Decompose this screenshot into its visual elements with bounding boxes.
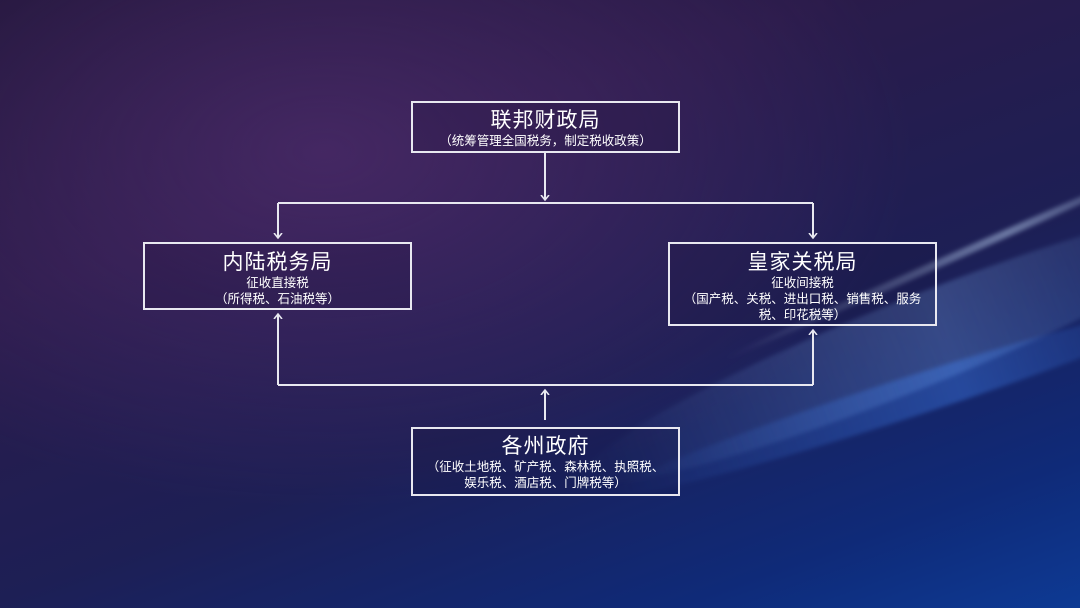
federal-treasury-box: 联邦财政局 （统筹管理全国税务，制定税收政策）	[411, 101, 680, 153]
inland-revenue-title: 内陆税务局	[222, 250, 333, 274]
federal-treasury-title: 联邦财政局	[490, 108, 601, 132]
inland-revenue-desc1: 征收直接税	[246, 275, 309, 290]
state-governments-title: 各州政府	[501, 434, 590, 458]
inland-revenue-box: 内陆税务局 征收直接税 （所得税、石油税等）	[143, 242, 412, 310]
royal-customs-desc1: 征收间接税	[771, 275, 834, 290]
inland-revenue-desc2: （所得税、石油税等）	[214, 291, 340, 306]
royal-customs-title: 皇家关税局	[747, 250, 858, 274]
royal-customs-box: 皇家关税局 征收间接税 （国产税、关税、进出口税、销售税、服务税、印花税等）	[668, 242, 937, 326]
state-governments-box: 各州政府 （征收土地税、矿产税、森林税、执照税、娱乐税、酒店税、门牌税等）	[411, 427, 680, 496]
royal-customs-desc2: （国产税、关税、进出口税、销售税、服务税、印花税等）	[683, 291, 922, 322]
state-governments-desc: （征收土地税、矿产税、森林税、执照税、娱乐税、酒店税、门牌税等）	[426, 459, 665, 490]
federal-treasury-desc: （统筹管理全国税务，制定税收政策）	[439, 133, 652, 148]
